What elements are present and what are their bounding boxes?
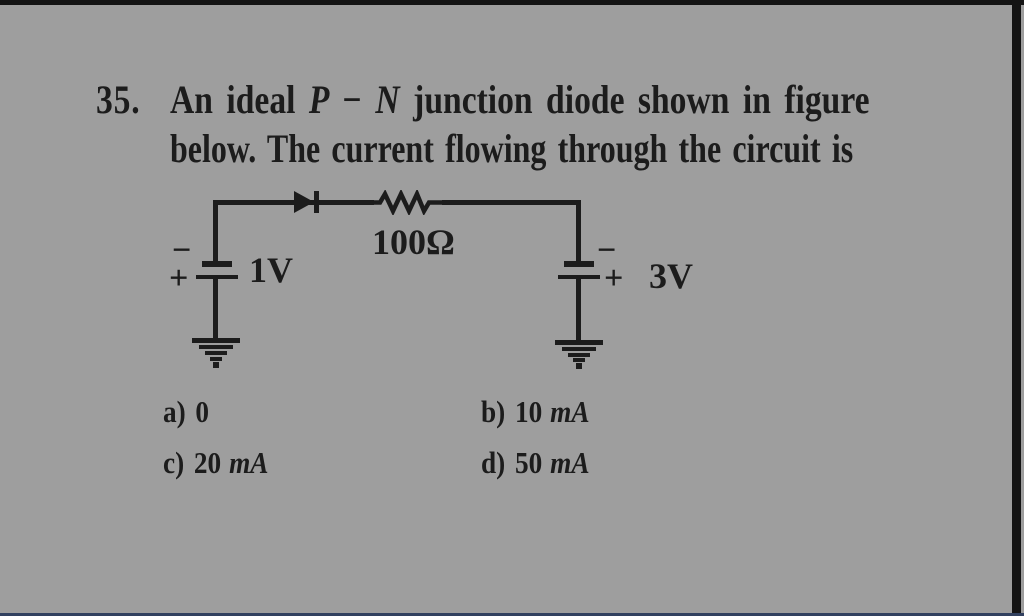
- wire-right-upper: [576, 200, 581, 264]
- wire-left-upper: [213, 200, 218, 264]
- diode-triangle: [294, 191, 314, 213]
- battery-right-plate-long: [558, 275, 600, 279]
- resistor-icon: [374, 190, 442, 215]
- bottom-edge-line: [0, 613, 1024, 616]
- option-b-value: 10: [514, 394, 543, 429]
- battery-right-plus-sign: +: [604, 260, 624, 297]
- question-number: 35.: [96, 77, 141, 122]
- battery-left-plate-short: [202, 261, 232, 267]
- question-line-1-math: P − N: [308, 77, 400, 122]
- option-c-unit: mA: [229, 445, 269, 480]
- right-frame-bar: [1012, 0, 1021, 616]
- wire-left-lower: [213, 279, 218, 339]
- battery-left-label: 1V: [249, 250, 293, 290]
- option-c-value: 20: [193, 445, 222, 480]
- resistor-label: 100Ω: [372, 222, 455, 262]
- top-frame-bar: [0, 0, 1024, 5]
- battery-left-minus-sign: −: [172, 232, 192, 269]
- battery-right-label: 3V: [649, 256, 693, 296]
- option-a-value: 0: [195, 394, 210, 429]
- option-a: a) 0: [163, 395, 217, 429]
- wire-right-lower: [576, 279, 581, 341]
- diode-icon: [294, 191, 319, 213]
- option-b-letter: b): [481, 394, 506, 429]
- diode-cathode-bar: [314, 191, 319, 213]
- battery-right-plate-short: [564, 261, 594, 267]
- question-line-2: below. The current flowing through the c…: [170, 126, 854, 171]
- option-c-letter: c): [163, 445, 185, 480]
- option-a-letter: a): [163, 394, 186, 429]
- battery-left-plate-long: [196, 275, 238, 279]
- question-line-1-pre: An ideal: [170, 77, 309, 122]
- option-d-unit: mA: [550, 445, 590, 480]
- option-d-letter: d): [481, 445, 506, 480]
- battery-left-plus-sign: +: [169, 260, 189, 297]
- question-line-1-post: junction diode shown in figure: [399, 77, 870, 122]
- battery-right-minus-sign: −: [597, 232, 617, 269]
- option-d-value: 50: [514, 445, 543, 480]
- question-line-1: An ideal P − N junction diode shown in f…: [170, 80, 870, 120]
- option-b-unit: mA: [550, 394, 590, 429]
